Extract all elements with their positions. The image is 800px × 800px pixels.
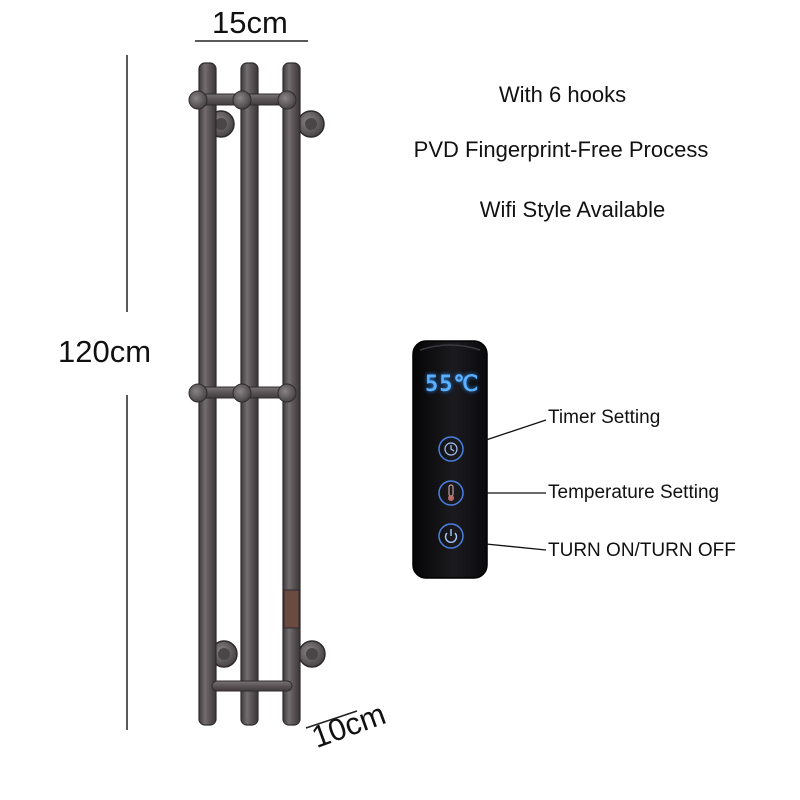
timer-button[interactable] xyxy=(438,436,464,462)
hook-3 xyxy=(277,90,297,110)
feature-pvd: PVD Fingerprint-Free Process xyxy=(413,137,709,162)
power-button[interactable] xyxy=(438,523,464,549)
callout-line-timer xyxy=(485,419,547,441)
depth-dimension-line xyxy=(305,710,358,729)
feature-hooks: With 6 hooks xyxy=(498,82,627,107)
remote-controller xyxy=(412,340,488,579)
callout-line-power xyxy=(485,543,547,551)
hook-4 xyxy=(188,383,208,403)
temperature-display: 55℃ xyxy=(425,372,480,397)
thermometer-icon xyxy=(448,484,454,501)
heating-element-box xyxy=(283,589,300,629)
hook-5 xyxy=(232,383,252,403)
width-label: 15cm xyxy=(212,5,288,40)
power-icon xyxy=(444,529,458,543)
hook-2 xyxy=(232,90,252,110)
cross-bar-bottom xyxy=(211,680,293,692)
hook-6 xyxy=(277,383,297,403)
timer-setting-label: Timer Setting xyxy=(548,407,661,428)
temperature-button[interactable] xyxy=(438,480,464,506)
height-label: 120cm xyxy=(58,334,152,369)
feature-wifi: Wifi Style Available xyxy=(479,197,666,222)
power-label: TURN ON/TURN OFF xyxy=(548,540,736,561)
temperature-setting-label: Temperature Setting xyxy=(548,482,720,503)
hook-1 xyxy=(188,90,208,110)
wall-bracket-top-right xyxy=(297,110,325,138)
clock-icon xyxy=(444,442,458,456)
wall-bracket-bottom-right xyxy=(298,640,326,668)
